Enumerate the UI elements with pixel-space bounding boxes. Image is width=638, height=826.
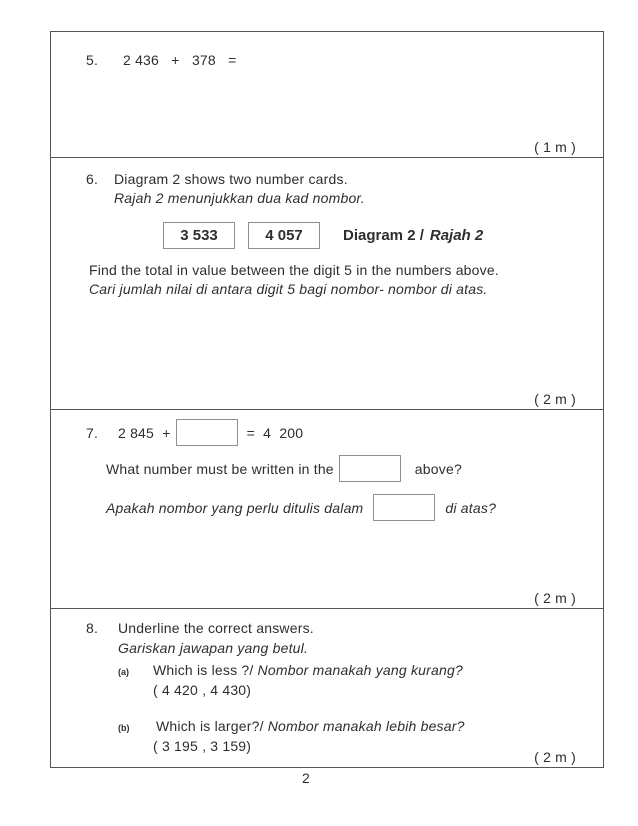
question-8b-line: (b) Which is larger?/ Nombor manakah lebi… [118, 718, 465, 734]
answer-box [175, 419, 238, 446]
question-7-line3: Apakah nombor yang perlu ditulis dalam di… [106, 494, 496, 521]
question-8-number: 8. [86, 620, 99, 636]
diagram-caption: Diagram 2 / Rajah 2 [343, 227, 483, 244]
question-6-line1: 6. Diagram 2 shows two number cards. [86, 171, 348, 187]
question-7-number: 7. [86, 424, 99, 441]
diagram-caption-ms: Rajah 2 [429, 227, 484, 244]
question-5-marks: ( 1 m ) [534, 139, 576, 155]
diagram-caption-en: Diagram 2 / [343, 227, 424, 244]
question-7-line3-ms: Apakah nombor yang perlu ditulis dalam [106, 499, 364, 516]
question-6-task-en: Find the total in value between the digi… [89, 262, 499, 278]
question-7-section: 7. 2 845 + = 4 200 What number must be wri… [51, 410, 603, 609]
question-8-marks: ( 2 m ) [534, 749, 576, 765]
question-8a-options: ( 4 420 , 4 430) [153, 682, 252, 698]
question-8b-label: (b) [118, 723, 130, 733]
question-5-line: 5. 2 436 + 378 = [86, 52, 237, 68]
question-8b-ms: Nombor manakah lebih besar? [267, 718, 465, 734]
question-7-line2: What number must be written in the above? [106, 455, 462, 482]
question-6-task-ms: Cari jumlah nilai di antara digit 5 bagi… [89, 281, 488, 297]
equation-right: = 4 200 [246, 424, 304, 441]
question-8b-options: ( 3 195 , 3 159) [153, 738, 252, 754]
question-8a-line: (a) Which is less ?/ Nombor manakah yang … [118, 662, 463, 678]
question-7-line3-after: di atas? [445, 499, 497, 516]
number-card-2: 4 057 [248, 222, 320, 249]
answer-box [373, 494, 436, 521]
question-7-line2-after: above? [414, 460, 462, 477]
question-8-section: 8. Underline the correct answers. Gariska… [51, 609, 603, 766]
question-8a-ms: Nombor manakah yang kurang? [257, 662, 463, 678]
number-cards-row: 3 533 4 057 Diagram 2 / Rajah 2 [163, 222, 483, 249]
question-6-marks: ( 2 m ) [534, 391, 576, 407]
page-number: 2 [302, 770, 310, 786]
question-8-statement-en: Underline the correct answers. [118, 620, 314, 636]
question-8-line1: 8. Underline the correct answers. [86, 620, 314, 636]
question-8-statement-ms: Gariskan jawapan yang betul. [118, 640, 309, 656]
question-7-equation: 7. 2 845 + = 4 200 [86, 419, 303, 446]
number-card-1: 3 533 [163, 222, 235, 249]
question-8a-en: Which is less ?/ [153, 662, 254, 678]
question-7-marks: ( 2 m ) [534, 590, 576, 606]
answer-box [338, 455, 401, 482]
question-table: 5. 2 436 + 378 = ( 1 m ) 6. Diagram 2 show… [50, 31, 604, 768]
question-5-section: 5. 2 436 + 378 = ( 1 m ) [51, 32, 603, 158]
question-8a-label: (a) [118, 667, 129, 677]
question-7-line2-en: What number must be written in the [106, 460, 334, 477]
question-5-number: 5. [86, 52, 99, 68]
question-5-expression: 2 436 + 378 = [123, 52, 237, 68]
question-6-section: 6. Diagram 2 shows two number cards. Raja… [51, 158, 603, 410]
equation-left: 2 845 + [118, 424, 171, 441]
question-6-statement-en: Diagram 2 shows two number cards. [114, 171, 348, 187]
question-8b-en: Which is larger?/ [156, 718, 264, 734]
question-6-number: 6. [86, 171, 99, 187]
question-6-statement-ms: Rajah 2 menunjukkan dua kad nombor. [114, 190, 365, 206]
